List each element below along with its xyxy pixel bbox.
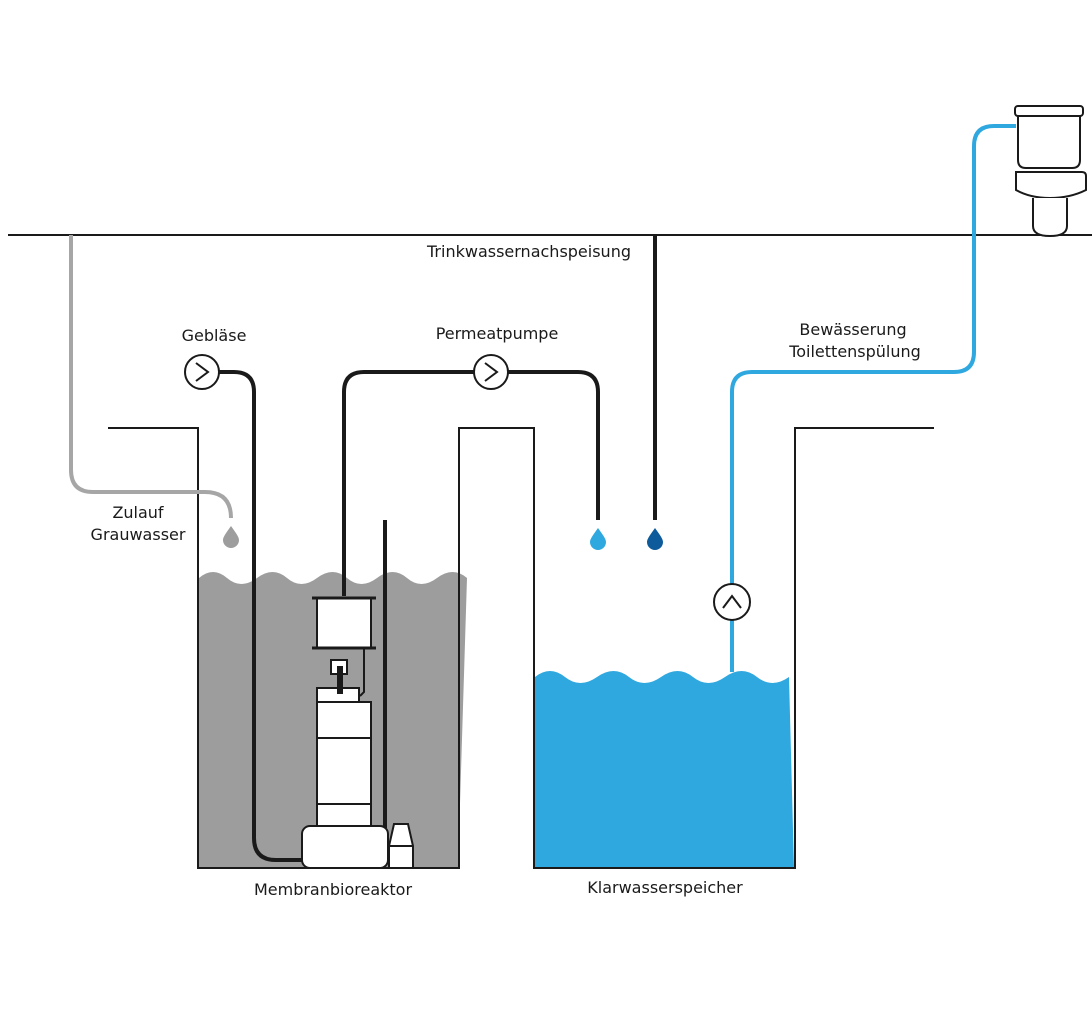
label-zulauf-1: Zulauf (112, 503, 163, 522)
blower-pipe (218, 370, 302, 862)
label-klarwasserspeicher: Klarwasserspeicher (587, 878, 743, 897)
label-bewaesserung-2: Toilettenspülung (788, 342, 921, 361)
potable-drop-icon (647, 528, 663, 550)
label-trinkwasser: Trinkwassernachspeisung (426, 242, 631, 261)
permeate-pump-icon (473, 354, 509, 390)
permeate-pipe (342, 370, 600, 596)
bioreactor-tank (108, 427, 934, 869)
label-geblaese: Gebläse (182, 326, 247, 345)
service-water-pipe (730, 124, 1016, 672)
blower-pump-icon (184, 354, 220, 390)
service-pump-icon (713, 583, 751, 621)
clearwater-water (535, 671, 794, 868)
label-zulauf-2: Grauwasser (91, 525, 186, 544)
greywater-drop-icon (223, 526, 239, 548)
label-membranbioreaktor: Membranbioreaktor (254, 880, 413, 899)
label-bewaesserung-1: Bewässerung (799, 320, 906, 339)
label-permeatpumpe: Permeatpumpe (436, 324, 559, 343)
greywater-inlet-pipe (69, 235, 233, 519)
membrane-module-icon (301, 596, 414, 869)
toilet-icon (1014, 105, 1087, 238)
permeate-drop-icon (590, 528, 606, 550)
